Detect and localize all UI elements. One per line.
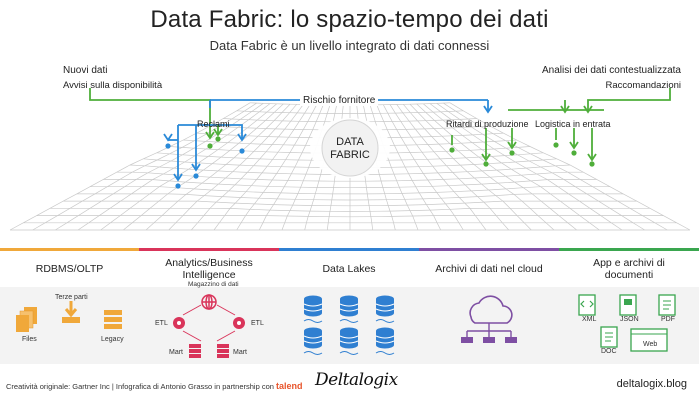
data-point	[571, 150, 577, 156]
data-point	[449, 147, 455, 153]
credit-text: Creatività originale: Gartner Inc | Info…	[6, 382, 274, 391]
claims-bar	[178, 124, 243, 140]
column-documents: App e archivi di documenti XML JSON PDF …	[559, 248, 699, 364]
data-fabric-core	[321, 119, 379, 177]
document-icons	[578, 294, 676, 352]
footer-site-link[interactable]: deltalogix.blog	[616, 378, 687, 390]
database-cylinder-icon	[303, 295, 323, 323]
data-point	[207, 143, 213, 149]
warehouse-label: Magazzino di dati	[188, 281, 239, 288]
column-data-lakes: Data Lakes	[279, 248, 419, 364]
etl-left-label: ETL	[155, 320, 168, 327]
recommendations-label: Raccomandazioni	[605, 80, 681, 91]
production-delays-label: Ritardi di produzione	[446, 119, 529, 129]
xml-label: XML	[582, 316, 597, 323]
data-point	[165, 143, 171, 149]
arrow-head	[191, 163, 201, 172]
arrow-head	[507, 141, 517, 150]
claims-label: Reclami	[197, 119, 230, 129]
cloud-network-icon	[461, 295, 517, 343]
files-icon	[16, 307, 37, 332]
legacy-label: Legacy	[101, 336, 124, 343]
legacy-server-icon	[104, 310, 122, 329]
data-point	[589, 161, 595, 167]
arrow-head	[481, 153, 491, 162]
xml-file-icon	[578, 294, 596, 316]
arrow-head	[569, 141, 579, 150]
database-cylinder-icon	[339, 295, 359, 323]
column-title: Analytics/Business Intelligence	[165, 257, 253, 281]
data-point	[175, 183, 181, 189]
database-cylinder-icon	[339, 327, 359, 355]
page-title: Data Fabric: lo spazio-tempo dei dati	[150, 6, 549, 33]
data-point	[483, 161, 489, 167]
data-point	[509, 150, 515, 156]
third-party-label: Terze parti	[55, 294, 88, 301]
column-title: Archivi di dati nel cloud	[435, 263, 543, 275]
rdbms-icons	[16, 301, 122, 332]
analytics-icons	[173, 294, 245, 358]
supplier-risk-label: Rischio fornitore	[300, 95, 379, 106]
warehouse-globe-icon	[201, 294, 217, 310]
recommend-arrow	[587, 88, 671, 112]
data-point	[553, 142, 559, 148]
footer-credit: Creatività originale: Gartner Inc | Info…	[6, 381, 303, 391]
mart-left-server-icon	[189, 344, 201, 358]
inbound-logistics-label: Logistica in entrata	[535, 119, 611, 129]
arrow-head	[483, 105, 493, 114]
core-line-2: FABRIC	[330, 149, 370, 161]
column-cloud: Archivi di dati nel cloud	[419, 248, 559, 364]
arrow-head	[560, 105, 570, 114]
data-point	[193, 173, 199, 179]
etl-right-label: ETL	[251, 320, 264, 327]
arrow-head	[583, 105, 593, 114]
arrow-head	[163, 133, 173, 142]
pdf-label: PDF	[661, 316, 675, 323]
etl-left-gear-icon	[173, 317, 185, 329]
deltalogix-logo: Deltalogix	[315, 370, 398, 390]
core-line-1: DATA	[336, 136, 364, 148]
availability-alerts-label: Avvisi sulla disponibilità	[63, 80, 163, 91]
arrow-head	[173, 173, 183, 182]
column-title: App e archivi di documenti	[593, 257, 665, 281]
data-lake-icons	[303, 295, 395, 355]
data-point	[215, 136, 221, 142]
files-label: Files	[22, 336, 37, 343]
column-rdbms: RDBMS/OLTP Files Terze parti Legacy	[0, 248, 139, 364]
data-point	[239, 148, 245, 154]
column-title: RDBMS/OLTP	[35, 263, 104, 275]
json-label: JSON	[620, 316, 639, 323]
data-fabric-text: DATA FABRIC	[322, 136, 378, 162]
column-title: Data Lakes	[322, 263, 376, 275]
contextual-analysis-label: Analisi dei dati contestualizzata	[542, 65, 681, 76]
database-cylinder-icon	[375, 295, 395, 323]
arrow-head	[213, 128, 223, 137]
availability-arrow	[89, 88, 211, 138]
column-analytics: Analytics/Business Intelligence Magazzin…	[139, 248, 279, 364]
talend-logo: talend	[276, 381, 303, 391]
arrow-head	[237, 133, 247, 142]
download-icon	[62, 301, 80, 323]
etl-right-gear-icon	[233, 317, 245, 329]
mart-right-server-icon	[217, 344, 229, 358]
database-cylinder-icon	[303, 327, 323, 355]
new-data-label: Nuovi dati	[63, 65, 108, 76]
page-subtitle: Data Fabric è un livello integrato di da…	[209, 38, 490, 53]
database-cylinder-icon	[375, 327, 395, 355]
mart-left-label: Mart	[169, 349, 183, 356]
arrow-head	[587, 153, 597, 162]
arrow-head	[205, 131, 215, 140]
mart-right-label: Mart	[233, 349, 247, 356]
web-label: Web	[643, 341, 658, 348]
doc-label: DOC	[601, 348, 617, 355]
